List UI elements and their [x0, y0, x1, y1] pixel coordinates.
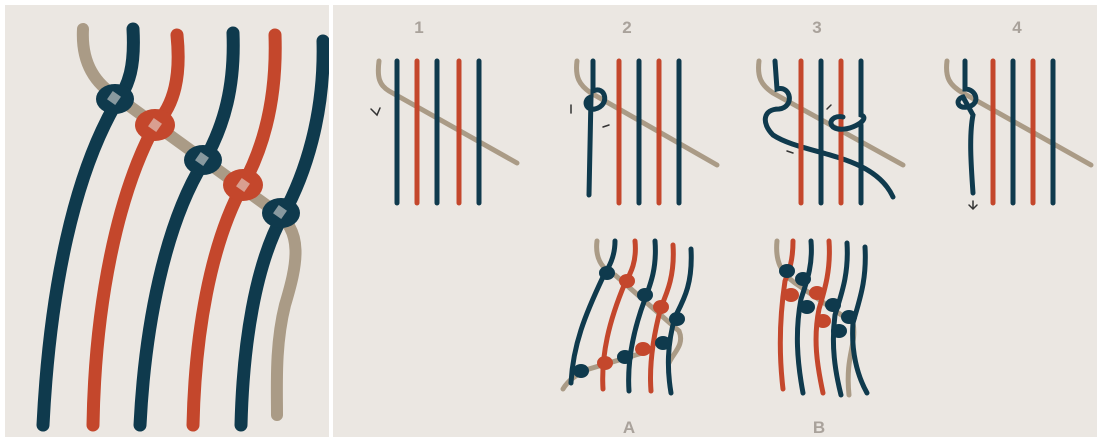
step-1-label: 1 — [414, 18, 423, 37]
arrow-icon — [827, 105, 831, 109]
steps-panel: 1 2 3 4 — [333, 5, 1097, 437]
arrow-down-icon — [969, 201, 977, 209]
variant-a-label: A — [623, 418, 635, 437]
arrow-icon — [371, 108, 380, 115]
step-1-diagram — [371, 61, 517, 203]
step-4-diagram — [947, 61, 1091, 209]
arrow-icon — [603, 125, 609, 127]
step-3-diagram — [759, 61, 903, 203]
finished-row-illustration — [5, 5, 329, 437]
step-3-label: 3 — [812, 18, 821, 37]
finished-row-svg — [5, 5, 329, 437]
variant-b-label: B — [813, 418, 825, 437]
step-4-label: 4 — [1012, 18, 1022, 37]
variant-b-diagram — [777, 241, 867, 395]
arrow-icon — [787, 151, 793, 153]
steps-svg: 1 2 3 4 — [333, 5, 1097, 437]
step-2-diagram — [571, 61, 717, 203]
step-2-label: 2 — [622, 18, 631, 37]
variant-a-diagram — [563, 241, 691, 393]
